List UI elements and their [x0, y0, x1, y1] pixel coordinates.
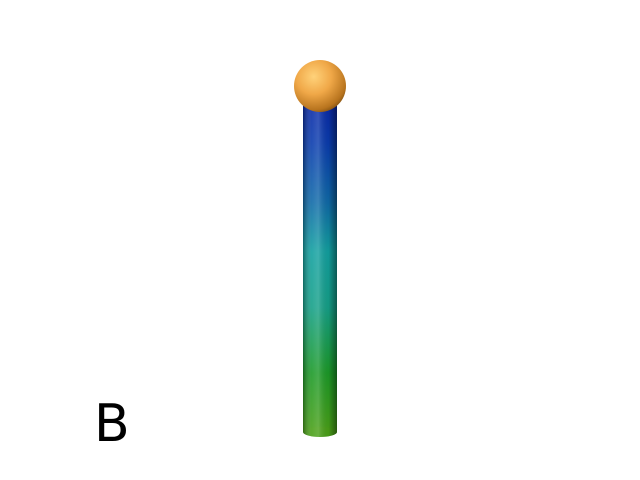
- panel-label: B: [94, 394, 130, 454]
- sphere-atom: [294, 60, 346, 112]
- stick-cylinder: [303, 104, 337, 437]
